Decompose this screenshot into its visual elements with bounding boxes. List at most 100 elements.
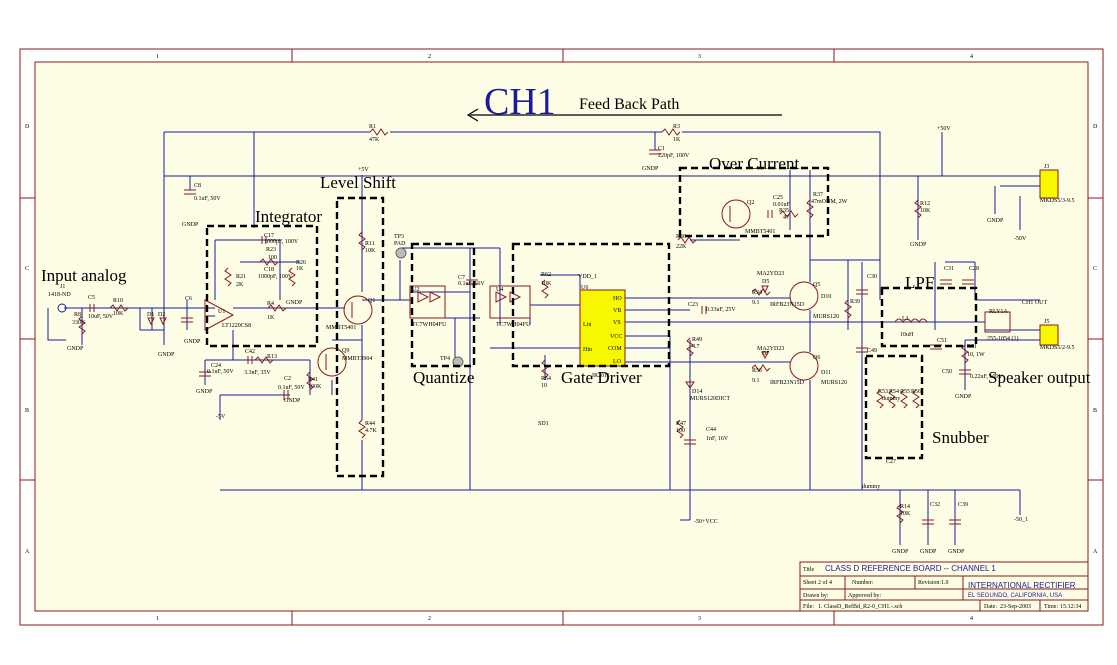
integrator-label: Integrator <box>255 207 322 226</box>
ref-label: C44 <box>706 427 716 433</box>
resistor-r49 <box>686 337 694 357</box>
ref-label: L1 <box>902 316 909 322</box>
col-label: 4 <box>970 54 973 60</box>
value-label: 4.7K <box>365 428 378 434</box>
value-label: 1000pF, 100V <box>258 274 293 280</box>
ref-label: R35 <box>779 208 789 214</box>
ref-label: C39 <box>958 502 968 508</box>
time-value: 15:12:34 <box>1060 604 1081 610</box>
ref-label: Q9 <box>342 348 349 354</box>
over-current-label: Over Current <box>709 154 799 173</box>
ref-label: R53 <box>878 389 888 395</box>
ref-label: R64 <box>541 376 551 382</box>
net-label: -50+VCC <box>694 519 718 525</box>
net-label: -50_1 <box>1014 517 1028 523</box>
ref-label: D7 <box>762 351 769 357</box>
value-label: 0.1uF, 50V <box>278 385 305 391</box>
resistor-r11 <box>358 231 366 251</box>
components <box>57 128 1011 525</box>
value-label: 0.01uF <box>773 202 791 208</box>
value-label: MA2YD23 <box>757 271 784 277</box>
resistor-r1 <box>369 128 389 136</box>
ref-label: C24 <box>211 363 221 369</box>
mosfet-q6 <box>789 351 819 381</box>
resistor-r3 <box>661 128 681 136</box>
value-label: 1K <box>296 266 304 272</box>
value-label: 1nF, 16V <box>706 436 729 442</box>
ref-label: C51 <box>937 338 947 344</box>
value-label: 10, 1W <box>967 352 985 358</box>
gnd-label: GNDP <box>955 394 972 400</box>
resistor-r26 <box>288 267 296 287</box>
border-ticks <box>20 49 1103 625</box>
resistor-r41 <box>306 371 314 391</box>
gnd-label: GNDP <box>184 339 201 345</box>
gnd-label: GNDP <box>948 549 965 555</box>
snubber-label: Snubber <box>932 428 989 447</box>
component-labels: R1 47K R3 1K C1 220pF, 100V GNDP C8 0.1u… <box>48 124 1075 555</box>
pin-label: Hin <box>583 347 592 353</box>
ref-label: R37 <box>813 192 823 198</box>
ref-label: U4 <box>496 287 503 293</box>
gnd-label: GNDP <box>987 218 1004 224</box>
value-label: MMBT5401 <box>326 325 356 331</box>
ref-label: R12 <box>920 201 930 207</box>
ref-label: TP4 <box>440 356 450 362</box>
ref-label: R14 <box>900 504 910 510</box>
value-label: 0.1uF, 16V <box>458 281 485 287</box>
pin-label: VCC <box>610 334 622 340</box>
value-label: 1000pF, 100V <box>264 239 299 245</box>
col-label: 1 <box>156 54 159 60</box>
capacitors <box>89 149 974 525</box>
ref-label: R34 <box>752 290 762 296</box>
value-label: 9.1 <box>752 300 760 306</box>
value-label: 47K <box>369 137 380 143</box>
gnd-label: GNDP <box>158 352 175 358</box>
value-label: 1K <box>673 137 681 143</box>
ref-label: R56 <box>752 368 762 374</box>
resistor-r39 <box>844 299 852 319</box>
ref-label: C8 <box>194 183 201 189</box>
ref-label: R62 <box>541 272 551 278</box>
row-label: B <box>1093 408 1097 414</box>
ref-label: C7 <box>458 275 465 281</box>
value-label: 2K <box>236 282 244 288</box>
ref-label: J3 <box>1044 164 1049 170</box>
wires <box>47 131 1040 545</box>
ref-label: R13 <box>267 354 277 360</box>
row-label: C <box>25 266 29 272</box>
resistor-r12 <box>914 199 922 219</box>
supply-label: -50V <box>1014 236 1027 242</box>
value-label: 10K <box>920 208 931 214</box>
resistor-r34 <box>751 288 771 296</box>
connector-j5 <box>1039 324 1059 346</box>
resistor-r47 <box>676 419 684 439</box>
speaker-output-label: Speaker output <box>988 368 1091 387</box>
ref-label: R41 <box>308 377 318 383</box>
value-label: 3.3nF, 35V <box>244 370 271 376</box>
value-label: 1418-ND <box>48 292 71 298</box>
ref-label: R26 <box>296 260 306 266</box>
value-label: 0.22uF, 100V <box>970 374 1003 380</box>
opamp-u1-symbol <box>204 299 235 331</box>
value-label: IRFB23N15D <box>770 380 805 386</box>
value-label: LT1220CS8 <box>222 323 251 329</box>
sheet-field-label: Sheet <box>803 580 817 586</box>
pin-label: VB <box>613 308 621 314</box>
approved-by-label: Approved by: <box>848 593 881 599</box>
supply-label: +5V <box>358 167 369 173</box>
ref-label: R55 <box>900 389 910 395</box>
gnd-label: GNDP <box>642 166 659 172</box>
lpf-block <box>880 286 978 348</box>
value-label: 1K <box>267 315 275 321</box>
ref-label: R44 <box>365 421 375 427</box>
mosfet-q5 <box>789 281 819 311</box>
ref-label: C28 <box>969 266 979 272</box>
ref-label: J1 <box>60 284 65 290</box>
value-label: 10K <box>541 281 552 287</box>
ref-label: R23 <box>266 247 276 253</box>
pin-label: HO <box>613 296 622 302</box>
value-label: IRFB23N15D <box>770 302 805 308</box>
level-shift-block <box>335 196 385 478</box>
